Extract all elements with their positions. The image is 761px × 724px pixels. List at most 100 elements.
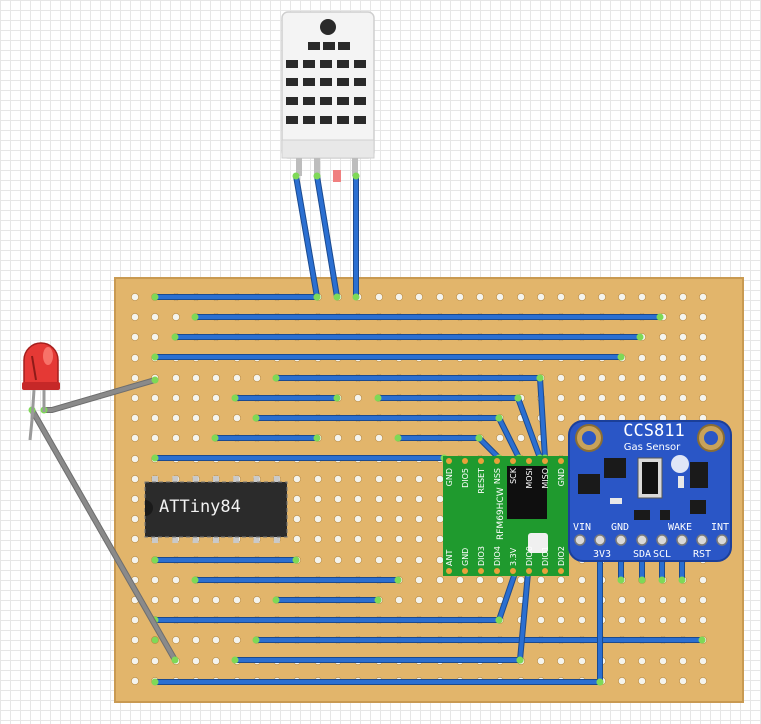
board-pad: [334, 515, 342, 523]
board-pad: [578, 576, 586, 584]
board-pad: [212, 636, 220, 644]
board-pad: [618, 596, 626, 604]
board-pad: [557, 374, 565, 382]
ic-pin: [152, 476, 158, 484]
radio-pin: [510, 458, 516, 464]
sensor-bottom-pin-label: RST: [693, 549, 711, 560]
sensor-pin: [696, 534, 708, 546]
wire-end: [211, 434, 219, 442]
board-pad: [638, 657, 646, 665]
ic-pin: [233, 476, 240, 484]
board-pad: [233, 596, 241, 604]
board-pad: [578, 596, 586, 604]
board-pad: [354, 515, 362, 523]
board-pad: [659, 677, 667, 685]
wire-end: [151, 293, 159, 301]
board-pad: [659, 374, 667, 382]
board-pad: [557, 616, 565, 624]
wire-end: [252, 636, 260, 644]
board-pad: [192, 394, 200, 402]
board-pad: [151, 576, 159, 584]
board-pad: [212, 374, 220, 382]
board-pad: [436, 515, 444, 523]
radio-bottom-pin-label: DIO4: [493, 546, 502, 566]
board-pad: [699, 313, 707, 321]
board-pad: [354, 556, 362, 564]
radio-pin: [542, 568, 548, 574]
ic-pin: [192, 476, 199, 484]
board-pad: [314, 535, 322, 543]
board-pad: [638, 394, 646, 402]
board-pad: [354, 495, 362, 503]
board-pad: [699, 333, 707, 341]
ic-pin: [233, 535, 240, 543]
board-pad: [151, 394, 159, 402]
board-pad: [618, 374, 626, 382]
wire: [497, 571, 517, 622]
sensor-bottom-pin-label: 3V3: [593, 549, 611, 560]
ic-pin: [273, 535, 280, 543]
board-pad: [679, 657, 687, 665]
ic-pin: [212, 476, 219, 484]
board-pad: [293, 475, 301, 483]
radio-top-pin-label: GND: [445, 468, 454, 486]
radio-bottom-pin-label: DIO0: [525, 546, 534, 566]
sensor-grille-slot: [320, 60, 332, 68]
board-pad: [334, 475, 342, 483]
wire-end: [333, 293, 341, 301]
sensor-grille-slot: [337, 60, 349, 68]
sensor-grille-slot: [320, 97, 332, 105]
board-pad: [192, 636, 200, 644]
wire-end: [191, 576, 199, 584]
board-pad: [659, 333, 667, 341]
board-pad: [233, 636, 241, 644]
dht22-sensor-icon: [281, 11, 375, 182]
wire-end: [313, 434, 321, 442]
board-pad: [598, 394, 606, 402]
sensor-grille-slot: [323, 42, 335, 50]
board-pad: [151, 313, 159, 321]
ic-pin: [172, 476, 179, 484]
sensor-pin: [656, 534, 668, 546]
board-pad: [415, 556, 423, 564]
board-pad: [659, 354, 667, 362]
wire-end: [516, 656, 524, 664]
radio-top-pin-label: GND: [557, 468, 566, 486]
wire-end: [374, 596, 382, 604]
board-pad: [212, 414, 220, 422]
board-pad: [131, 434, 139, 442]
sensor-pin: [615, 534, 627, 546]
jumper-wires: [28, 172, 706, 686]
board-pad: [395, 293, 403, 301]
board-pad: [131, 374, 139, 382]
board-pad: [354, 475, 362, 483]
board-pad: [659, 293, 667, 301]
sensor-top-pin-label: GND: [611, 522, 629, 533]
board-pad: [131, 333, 139, 341]
board-pad: [172, 596, 180, 604]
board-pad: [679, 293, 687, 301]
board-pad: [496, 434, 504, 442]
board-pad: [395, 475, 403, 483]
board-pad: [212, 657, 220, 665]
wire: [497, 416, 521, 460]
board-pad: [212, 596, 220, 604]
board-pad: [192, 374, 200, 382]
board-pad: [517, 293, 525, 301]
wire-end: [272, 374, 280, 382]
board-pad: [151, 333, 159, 341]
wire-end: [292, 172, 300, 180]
board-pad: [131, 535, 139, 543]
sensor-grille-slot: [320, 116, 332, 124]
wire-end: [394, 434, 402, 442]
radio-pin: [542, 458, 548, 464]
board-pad: [436, 535, 444, 543]
ic-pin: [273, 476, 280, 484]
wire-end: [151, 454, 159, 462]
wire-end: [313, 172, 321, 180]
radio-pin: [462, 568, 468, 574]
board-pad: [233, 414, 241, 422]
radio-bottom-pin-label: DIO3: [477, 546, 486, 566]
board-pad: [699, 374, 707, 382]
